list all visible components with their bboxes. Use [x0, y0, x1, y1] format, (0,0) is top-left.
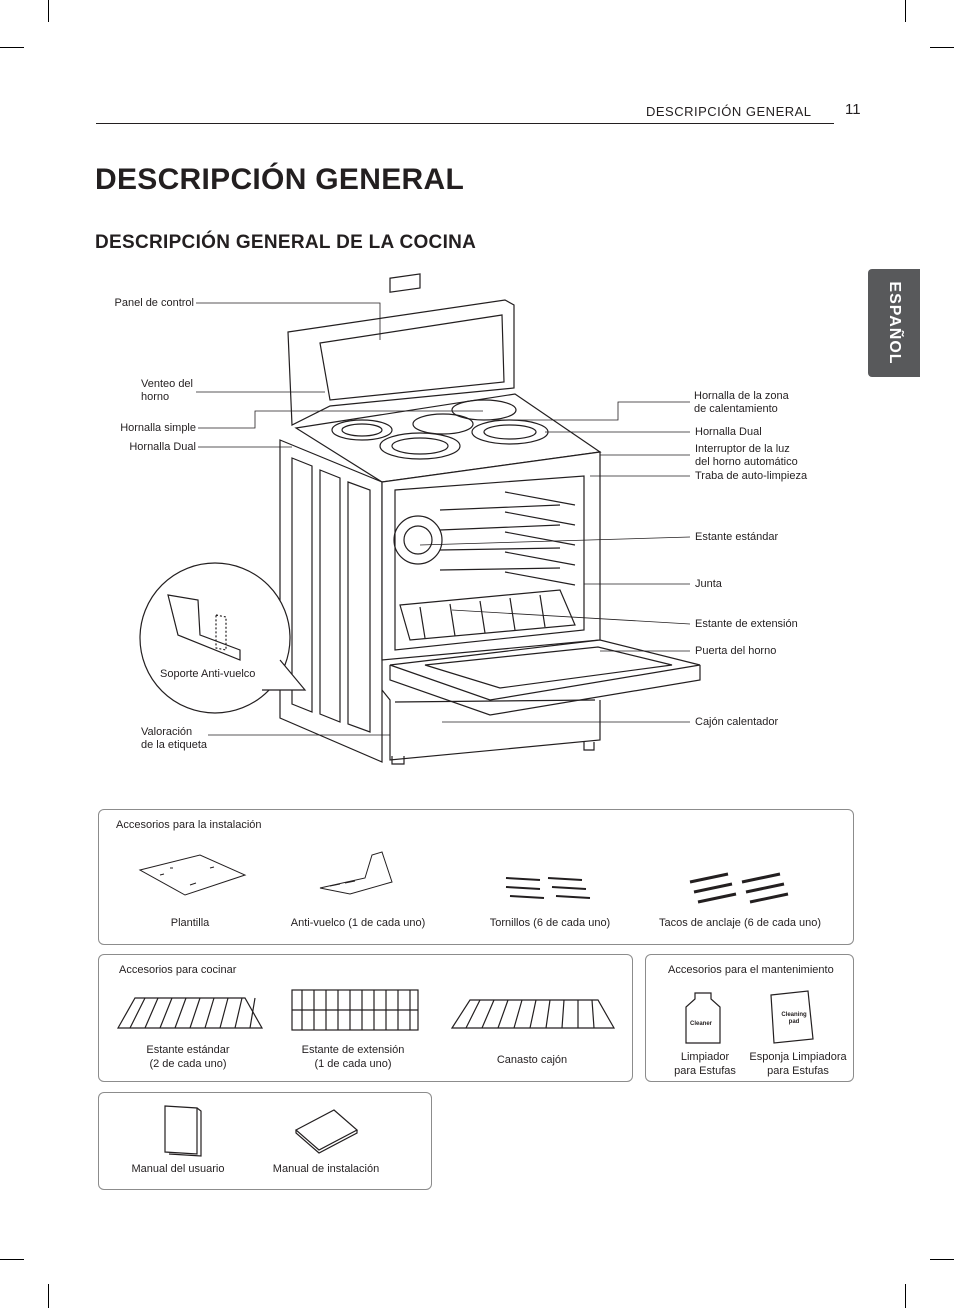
install-accessories-box: [98, 809, 854, 945]
install-item-0: Plantilla: [170, 917, 210, 929]
drawer-basket-icon: [450, 999, 616, 1029]
label-estante-estandar: Estante estándar: [695, 531, 779, 543]
section-title: DESCRIPCIÓN GENERAL DE LA COCINA: [95, 232, 477, 253]
standard-rack-icon: [116, 997, 264, 1029]
label-soporte: Soporte Anti-vuelco: [160, 668, 256, 680]
user-manual-icon: [164, 1105, 202, 1157]
cook-box-title: Accesorios para cocinar: [119, 964, 237, 976]
page-title: DESCRIPCIÓN GENERAL: [95, 163, 465, 196]
template-icon: [138, 854, 247, 896]
label-interruptor-luz: Interruptor de la luz del horno automáti…: [695, 443, 798, 468]
cleaning-pad-icon: [770, 990, 814, 1044]
label-junta: Junta: [695, 578, 722, 590]
label-panel-de-control: Panel de control: [114, 297, 195, 309]
label-zona-calentamiento: Hornalla de la zona de calentamiento: [694, 390, 789, 415]
cook-accessories-box: [98, 954, 633, 1082]
cleaning-pad-label: Cleaning pad: [781, 1012, 807, 1025]
page-number: 11: [845, 101, 861, 118]
label-hornalla-simple: Hornalla simple: [120, 422, 196, 434]
crop-mark: [930, 1259, 954, 1260]
maint-accessories-box: [645, 954, 854, 1082]
manual-item-1: Manual de instalación: [272, 1163, 380, 1175]
maint-item-0: Limpiador para Estufas: [674, 1051, 736, 1077]
manuals-box: [98, 1092, 432, 1190]
maint-box-title: Accesorios para el mantenimiento: [668, 964, 834, 976]
label-valoracion: Valoración de la etiqueta: [141, 726, 208, 751]
header-rule: [96, 123, 834, 124]
crop-mark: [48, 1284, 49, 1308]
install-accessory-illustrations: [138, 851, 789, 904]
anti-tip-bracket-icon: [319, 851, 393, 895]
cook-item-0: Estante estándar (2 de cada uno): [146, 1044, 230, 1070]
label-traba: Traba de auto-limpieza: [695, 470, 808, 482]
label-hornalla-dual-right: Hornalla Dual: [695, 426, 762, 438]
crop-mark: [0, 47, 24, 48]
label-hornalla-dual-left: Hornalla Dual: [129, 441, 196, 453]
install-item-2: Tornillos (6 de cada uno): [489, 917, 611, 929]
label-puerta: Puerta del horno: [695, 645, 777, 657]
crop-mark: [930, 47, 954, 48]
installation-manual-icon: [294, 1109, 359, 1154]
range-illustration: [139, 273, 701, 765]
cook-item-2: Canasto cajón: [496, 1054, 568, 1066]
manual-illustrations: [164, 1105, 359, 1157]
extension-rack-icon: [291, 989, 419, 1031]
install-item-1: Anti-vuelco (1 de cada uno): [290, 917, 426, 929]
cook-accessory-illustrations: [116, 989, 616, 1031]
screws-icon: [505, 877, 591, 899]
anchors-icon: [689, 872, 789, 904]
install-item-3: Tacos de anclaje (6 de cada uno): [658, 917, 822, 929]
crop-mark: [905, 1284, 906, 1308]
crop-mark: [0, 1259, 24, 1260]
install-box-title: Accesorios para la instalación: [116, 819, 262, 831]
cleaner-bottle-icon: [685, 992, 721, 1044]
crop-mark: [48, 0, 49, 22]
label-cajon: Cajón calentador: [695, 716, 779, 728]
language-tab[interactable]: ESPAÑOL: [868, 269, 920, 377]
maint-item-1: Esponja Limpiadora para Estufas: [749, 1051, 847, 1077]
crop-mark: [905, 0, 906, 22]
running-header: DESCRIPCIÓN GENERAL: [646, 104, 812, 119]
label-venteo: Venteo del horno: [141, 378, 193, 403]
cook-item-1: Estante de extensión (1 de cada uno): [301, 1044, 405, 1070]
label-estante-extension: Estante de extensión: [695, 618, 798, 630]
cleaner-bottle-label: Cleaner: [689, 1021, 712, 1027]
manual-item-0: Manual del usuario: [131, 1163, 225, 1175]
maint-accessory-illustrations: [685, 990, 814, 1044]
